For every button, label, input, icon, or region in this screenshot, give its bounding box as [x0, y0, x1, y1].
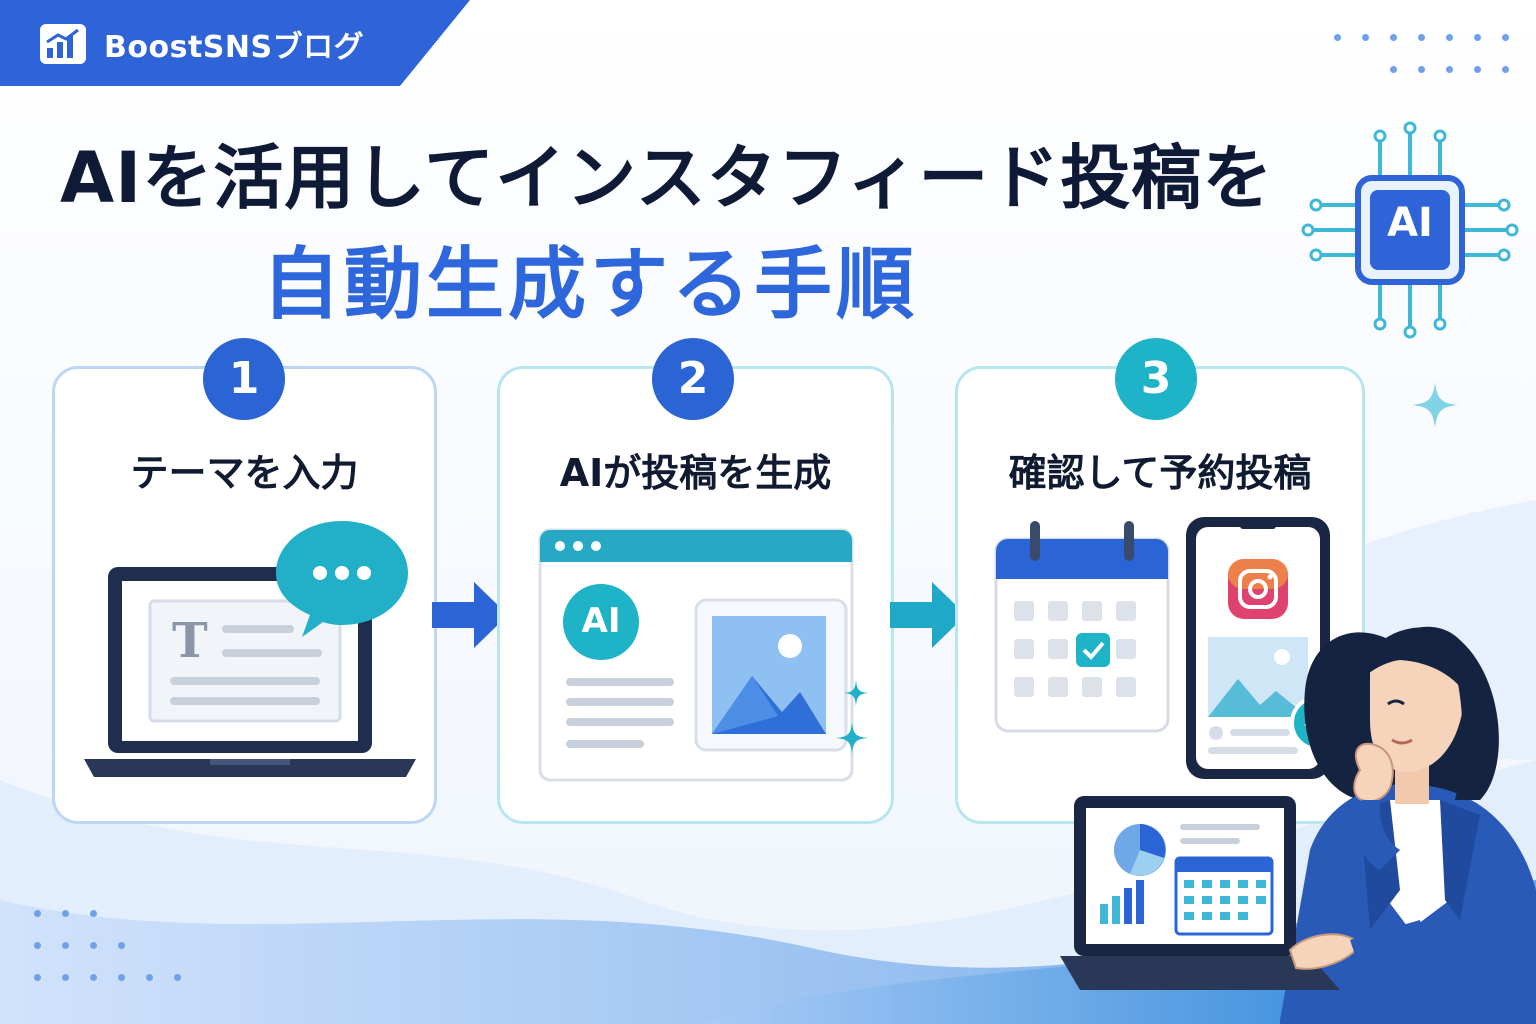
ai-badge-label: AI	[581, 601, 621, 641]
laptop-dashboard-icon	[1060, 796, 1340, 990]
page-title-line1: AIを活用してインスタフィード投稿を	[60, 137, 1274, 219]
step-number-badge-3: 3	[1115, 338, 1197, 420]
step-label-2: AIが投稿を生成	[559, 451, 832, 495]
svg-text:T: T	[172, 613, 208, 669]
ai-chip-icon	[1301, 121, 1519, 339]
arrow-right-icon	[432, 582, 508, 648]
calendar-phone-schedule-icon	[994, 517, 1346, 779]
page-title-line2: 自動生成する手順	[262, 240, 919, 330]
step-label-1: テーマを入力	[130, 451, 359, 495]
woman-with-laptop-illustration	[1060, 626, 1536, 1024]
calendar-icon	[994, 521, 1170, 733]
sparkle-icon	[1412, 382, 1458, 428]
ai-chip-label: AI	[1387, 200, 1433, 246]
bar-chart-icon	[40, 24, 86, 64]
phone-icon	[1186, 517, 1346, 779]
step-label-3: 確認して予約投稿	[1008, 451, 1312, 495]
ai-generated-post-window-icon	[538, 528, 868, 782]
arrow-right-icon	[890, 582, 966, 648]
brand-name: BoostSNSブログ	[104, 30, 365, 65]
step-number-badge-1: 1	[203, 338, 285, 420]
laptop-text-input-icon: T	[84, 521, 416, 777]
chat-bubble-icon	[276, 521, 408, 637]
step-number-badge-2: 2	[652, 338, 734, 420]
